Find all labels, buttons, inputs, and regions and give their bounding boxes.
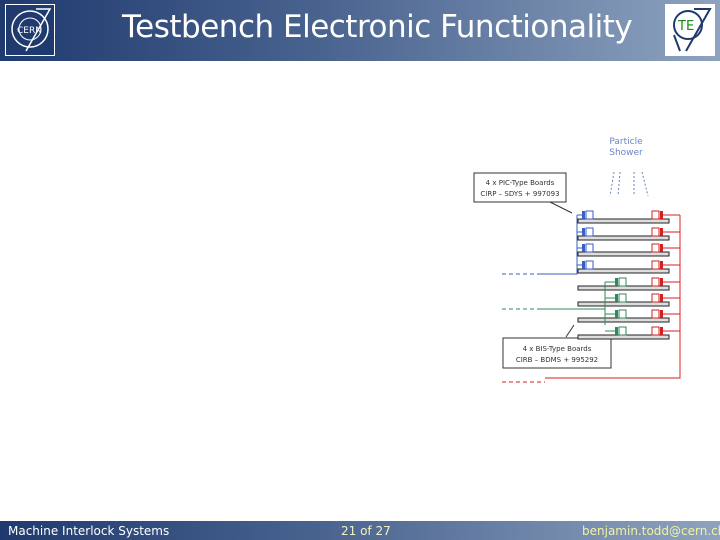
pic-board xyxy=(577,218,670,224)
board-connector xyxy=(615,310,618,318)
red-bus xyxy=(545,215,681,379)
header-bar: CERN Testbench Electronic Functionality … xyxy=(0,0,720,61)
pic-label-code: CIRP – SDYS + 997093 xyxy=(480,190,559,198)
board-connector xyxy=(618,293,627,303)
pic-board xyxy=(577,268,670,274)
footer-email[interactable]: benjamin.todd@cern.ch xyxy=(582,524,720,538)
bis-board xyxy=(577,301,670,307)
board-connector xyxy=(618,277,627,287)
board-connector xyxy=(660,327,663,335)
bis-label-title: 4 x BIS-Type Boards xyxy=(523,345,592,353)
bis-board xyxy=(577,334,670,340)
board-connector xyxy=(651,260,660,270)
pic-label-leader xyxy=(549,201,573,214)
board-connector xyxy=(651,293,660,303)
pic-bus xyxy=(540,215,578,275)
board-connector xyxy=(585,227,594,237)
board-connector xyxy=(651,277,660,287)
board-connector xyxy=(660,294,663,302)
bis-label-box xyxy=(502,337,612,369)
board-connector xyxy=(660,244,663,252)
board-connector xyxy=(582,211,585,219)
board-connector xyxy=(660,261,663,269)
page-number: 21 of 27 xyxy=(341,524,391,538)
pic-label-box xyxy=(473,172,567,203)
footer-title: Machine Interlock Systems xyxy=(8,524,170,538)
email-link[interactable]: benjamin.todd@cern.ch xyxy=(582,524,720,538)
board-connector xyxy=(615,327,618,335)
footer-bar: Machine Interlock Systems 21 of 27 benja… xyxy=(0,521,720,540)
boards-group xyxy=(577,210,680,340)
page-title: Testbench Electronic Functionality xyxy=(122,9,633,45)
svg-text:TE: TE xyxy=(677,19,694,34)
board-connector xyxy=(585,260,594,270)
bis-label-leader xyxy=(565,324,575,338)
board-connector xyxy=(585,210,594,220)
board-connector xyxy=(651,210,660,220)
shower-label: Particle xyxy=(609,137,643,147)
particle-shower-icon xyxy=(609,171,649,197)
board-connector xyxy=(660,211,663,219)
board-connector xyxy=(618,326,627,336)
te-logo: TE xyxy=(665,4,715,56)
board-connector xyxy=(651,309,660,319)
board-connector xyxy=(618,309,627,319)
board-connector xyxy=(660,278,663,286)
board-connector xyxy=(615,278,618,286)
cern-logo: CERN xyxy=(5,4,55,56)
board-connector xyxy=(660,310,663,318)
bis-board xyxy=(577,317,670,323)
board-connector xyxy=(582,244,585,252)
board-connector xyxy=(651,227,660,237)
pic-board xyxy=(577,251,670,257)
board-connector xyxy=(582,261,585,269)
pic-board xyxy=(577,235,670,241)
board-connector xyxy=(615,294,618,302)
bis-label-code: CIRB – BDMS + 995292 xyxy=(516,356,598,364)
board-connector xyxy=(585,243,594,253)
board-connector xyxy=(651,326,660,336)
bis-board xyxy=(577,285,670,291)
board-connector xyxy=(660,228,663,236)
board-connector xyxy=(651,243,660,253)
board-connector xyxy=(582,228,585,236)
shower-label: Shower xyxy=(609,148,643,158)
svg-text:CERN: CERN xyxy=(17,26,42,36)
pic-label-title: 4 x PIC-Type Boards xyxy=(486,179,555,187)
